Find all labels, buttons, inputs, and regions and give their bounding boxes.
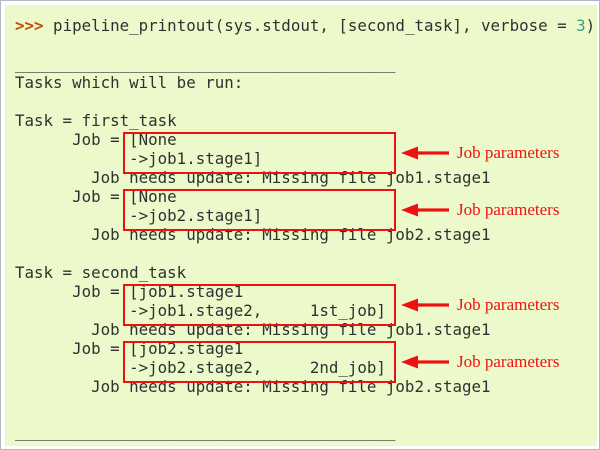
- console-rule: ________________________________________: [15, 422, 396, 441]
- annotation-label: Job parameters: [457, 352, 560, 371]
- prompt-code: pipeline_printout(sys.stdout, [second_ta…: [43, 16, 577, 35]
- prompt-line: >>> pipeline_printout(sys.stdout, [secon…: [15, 16, 595, 35]
- left-arrow-icon: [401, 203, 449, 217]
- prompt-symbol: >>>: [15, 16, 44, 35]
- console-line: Tasks which will be run:: [15, 73, 244, 92]
- prompt-code-close: ): [585, 16, 596, 35]
- console-panel: >>> pipeline_printout(sys.stdout, [secon…: [5, 5, 597, 446]
- console-line: [15, 35, 595, 54]
- console-line: Job = [job1.stage1: [15, 282, 244, 301]
- console-line: ->job2.stage2, 2nd_job]: [15, 358, 386, 377]
- left-arrow-icon: [401, 298, 449, 312]
- annotation-label: Job parameters: [457, 295, 560, 314]
- console-line: [15, 92, 595, 111]
- annotation-label: Job parameters: [457, 200, 560, 219]
- console-line: Job = [job2.stage1: [15, 339, 244, 358]
- console-line: Job = [None: [15, 130, 177, 149]
- job-parameters-annotation: Job parameters: [401, 189, 559, 231]
- console-line: Task = second_task: [15, 263, 187, 282]
- console-line: [15, 244, 595, 263]
- console-line: ->job1.stage2, 1st_job]: [15, 301, 386, 320]
- console-line: Job = [None: [15, 187, 177, 206]
- job-parameters-box: [123, 284, 396, 326]
- console-line: ->job2.stage1]: [15, 206, 263, 225]
- annotation-label: Job parameters: [457, 143, 560, 162]
- number-literal: 3: [576, 16, 586, 35]
- console-line: [15, 396, 595, 415]
- left-arrow-icon: [401, 355, 449, 369]
- job-parameters-annotation: Job parameters: [401, 341, 559, 383]
- console-line: ->job1.stage1]: [15, 149, 263, 168]
- console-line: Task = first_task: [15, 111, 177, 130]
- job-parameters-box: [123, 341, 396, 383]
- job-parameters-box: [123, 132, 396, 174]
- left-arrow-icon: [401, 146, 449, 160]
- job-parameters-annotation: Job parameters: [401, 132, 559, 174]
- job-parameters-annotation: Job parameters: [401, 284, 559, 326]
- console-rule: ________________________________________: [15, 54, 396, 73]
- job-parameters-box: [123, 189, 396, 231]
